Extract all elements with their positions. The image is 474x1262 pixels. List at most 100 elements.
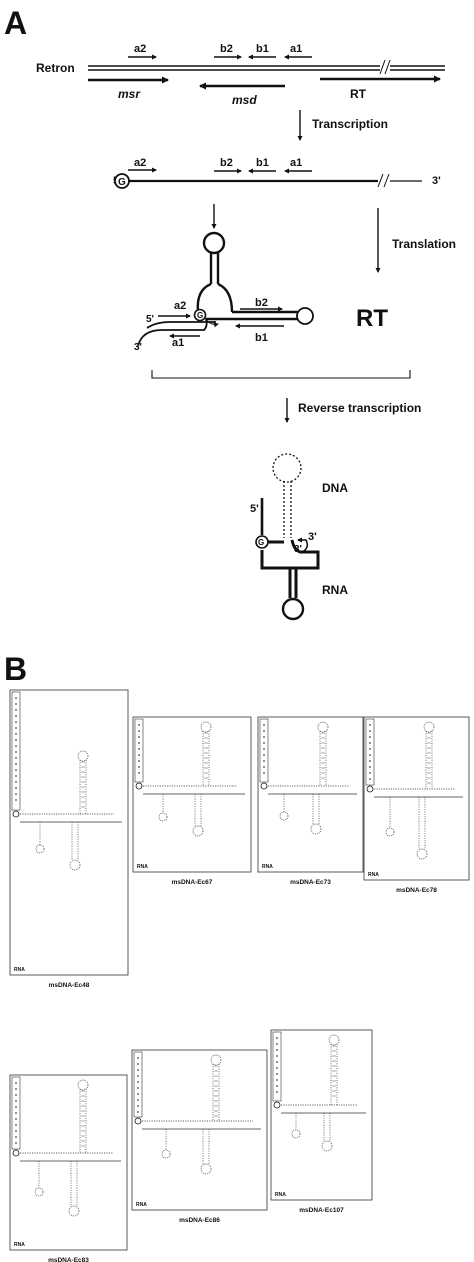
nucleotide-dot [138, 742, 140, 744]
nucleotide-dot [137, 1069, 139, 1071]
nucleotide-dot [138, 748, 140, 750]
structure-name: msDNA-Ec83 [48, 1257, 89, 1262]
nucleotide-dot [15, 781, 17, 783]
branch-g-circle [273, 1101, 281, 1109]
primer-b1-label: b1 [256, 43, 269, 55]
rna-loop [416, 848, 428, 860]
nucleotide-dot [15, 775, 17, 777]
retron-label: Retron [36, 61, 75, 75]
nucleotide-dot [138, 766, 140, 768]
rna-loop [310, 823, 322, 835]
rna-loop [192, 825, 204, 837]
nucleotide-dot [369, 724, 371, 726]
branch-g-circle [12, 1149, 20, 1157]
folded-three-prime: 3' [134, 342, 142, 353]
structure-frame [257, 716, 364, 873]
nucleotide-dot [15, 1094, 17, 1096]
msdna-five-prime: 5' [250, 503, 259, 515]
nucleotide-dot [137, 1093, 139, 1095]
rt-gene-label: RT [350, 87, 367, 101]
rna-side-loop [291, 1129, 301, 1139]
nucleotide-dot [263, 736, 265, 738]
msdna-product-structure [260, 453, 320, 621]
nucleotide-dot [263, 742, 265, 744]
dna-loop [317, 721, 329, 733]
nucleotide-dot [369, 766, 371, 768]
msdna-structure-grid: RNAmsDNA-Ec48RNAmsDNA-Ec67RNAmsDNA-Ec73R… [9, 689, 470, 1262]
nucleotide-dot [15, 745, 17, 747]
nucleotide-dot [138, 730, 140, 732]
nucleotide-dot [15, 1142, 17, 1144]
msdna-structure-4: RNA msDNA-Ec78 [363, 716, 470, 894]
branch-g-circle [366, 785, 374, 793]
nucleotide-dot [263, 772, 265, 774]
primer-b1-label-2: b1 [256, 157, 269, 169]
primer-a2-label-3: a2 [174, 300, 186, 312]
structure-name: msDNA-Ec78 [396, 887, 437, 894]
nucleotide-dot [138, 760, 140, 762]
g-residue-circle [114, 173, 130, 189]
rna-strand-box [11, 691, 21, 811]
nucleotide-dot [15, 1088, 17, 1090]
primer-a2-label-2: a2 [134, 157, 146, 169]
msdna-three-prime-rna: 3' [294, 544, 302, 555]
nucleotide-dot [15, 751, 17, 753]
rna-tag: RNA [368, 872, 379, 878]
nucleotide-dot [276, 1067, 278, 1069]
rna-loop [69, 859, 81, 871]
nucleotide-dot [15, 703, 17, 705]
nucleotide-dot [137, 1087, 139, 1089]
dna-loop [77, 750, 89, 762]
structure-frame [9, 1074, 128, 1251]
nucleotide-dot [263, 724, 265, 726]
panel-a-label: A [4, 5, 27, 41]
structure-frame [131, 1049, 268, 1211]
rna-tag: RNA [137, 864, 148, 870]
nucleotide-dot [15, 787, 17, 789]
nucleotide-dot [137, 1063, 139, 1065]
nucleotide-dot [276, 1037, 278, 1039]
transcript-three-prime: 3' [432, 175, 441, 187]
nucleotide-dot [137, 1099, 139, 1101]
nucleotide-dot [15, 763, 17, 765]
panel-a: A Retron a2 b2 b1 a1 msr msd RT Transcri… [4, 5, 456, 621]
structure-frame [9, 689, 129, 976]
rna-loop [321, 1140, 333, 1152]
rna-transcript-line [128, 173, 422, 188]
rna-label: RNA [322, 583, 348, 597]
rna-side-loop [35, 844, 45, 854]
nucleotide-dot [137, 1081, 139, 1083]
rna-strand-box [259, 718, 269, 783]
nucleotide-dot [276, 1055, 278, 1057]
nucleotide-dot [15, 1100, 17, 1102]
primer-b2-label: b2 [220, 43, 233, 55]
nucleotide-dot [263, 754, 265, 756]
rna-strand-box [133, 1051, 143, 1118]
primer-a1-label: a1 [290, 43, 302, 55]
nucleotide-dot [137, 1111, 139, 1113]
branch-g-circle [12, 810, 20, 818]
nucleotide-dot [276, 1061, 278, 1063]
rna-side-loop [158, 812, 168, 822]
nucleotide-dot [15, 715, 17, 717]
nucleotide-dot [263, 766, 265, 768]
rna-tag: RNA [275, 1192, 286, 1198]
rna-tag: RNA [262, 864, 273, 870]
nucleotide-dot [369, 742, 371, 744]
nucleotide-dot [276, 1079, 278, 1081]
nucleotide-dot [263, 760, 265, 762]
nucleotide-dot [15, 1136, 17, 1138]
complex-bracket [151, 370, 411, 379]
nucleotide-dot [276, 1073, 278, 1075]
panel-b: B RNAmsDNA-Ec48RNAmsDNA-Ec67RNAmsDNA-Ec7… [4, 651, 470, 1262]
nucleotide-dot [15, 1130, 17, 1132]
g-residue-label-folded: G [197, 311, 203, 320]
structure-name: msDNA-Ec67 [172, 879, 213, 886]
msd-label: msd [232, 93, 257, 107]
dna-label: DNA [322, 481, 348, 495]
